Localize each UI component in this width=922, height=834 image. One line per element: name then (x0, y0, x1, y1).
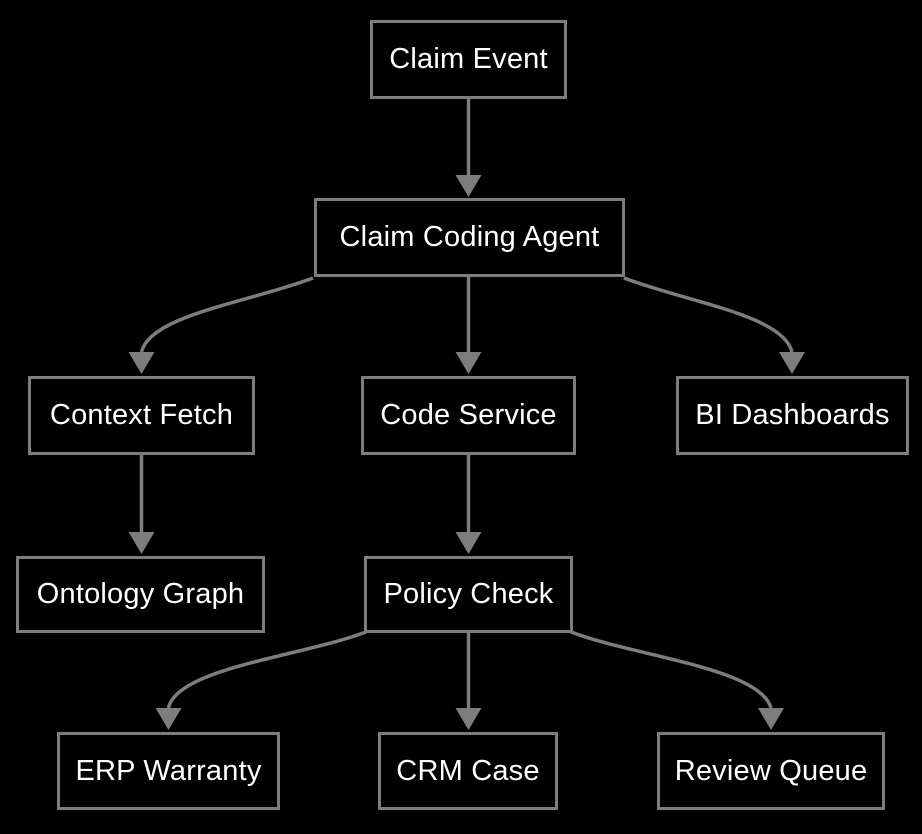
node-crm-case: CRM Case (378, 732, 558, 810)
arrowhead-erp-warranty (155, 708, 182, 730)
arrowhead-crm-case (455, 708, 482, 730)
node-erp-warranty: ERP Warranty (57, 732, 280, 810)
arrowhead-policy-check (455, 532, 482, 554)
node-context-fetch: Context Fetch (28, 376, 255, 455)
arrowhead-review-queue (758, 708, 784, 730)
arrowhead-context-fetch (128, 352, 155, 374)
node-review-queue: Review Queue (657, 732, 885, 810)
node-policy-check: Policy Check (364, 556, 573, 633)
arrowhead-bi-dashboards (779, 352, 805, 374)
edge-claim-coding-agent-to-bi-dashboards (623, 276, 794, 353)
node-bi-dashboards: BI Dashboards (676, 376, 909, 455)
node-code-service: Code Service (361, 376, 576, 455)
edge-policy-check-to-review-queue (570, 630, 773, 709)
node-claim-coding-agent: Claim Coding Agent (314, 198, 625, 277)
edge-policy-check-to-erp-warranty (166, 630, 367, 709)
arrowhead-code-service (455, 352, 482, 374)
node-claim-event: Claim Event (370, 20, 567, 99)
arrowhead-ontology-graph (128, 532, 155, 554)
arrowhead-claim-coding-agent (455, 175, 482, 197)
node-ontology-graph: Ontology Graph (16, 556, 265, 633)
edge-claim-coding-agent-to-context-fetch (139, 276, 314, 353)
